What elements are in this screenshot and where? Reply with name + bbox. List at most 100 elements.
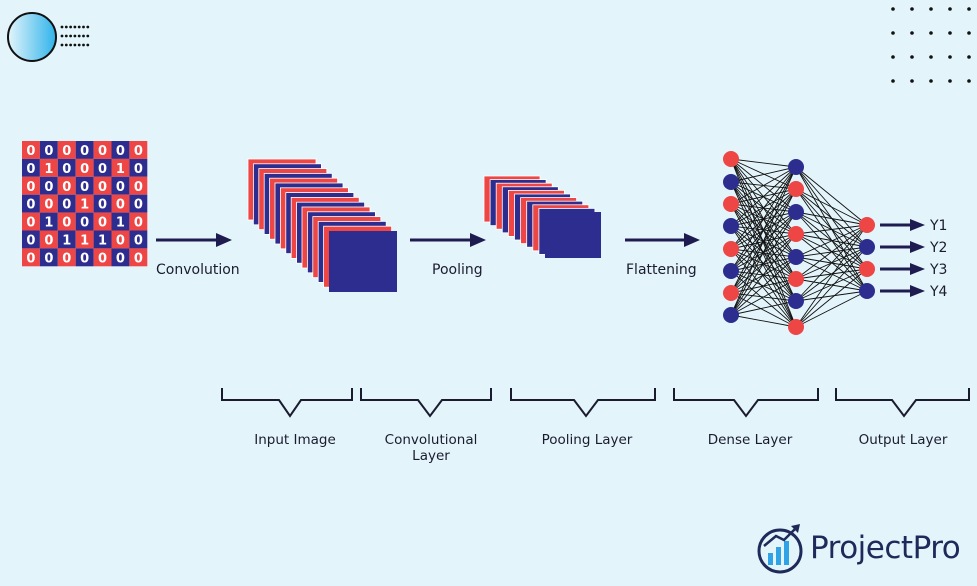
grid-cell	[39, 141, 58, 159]
neuron	[723, 263, 739, 279]
grid-cell	[57, 248, 76, 267]
connection	[730, 300, 797, 316]
grid-value: 0	[26, 180, 35, 195]
grid-cell	[75, 248, 94, 267]
grid-value: 0	[62, 180, 71, 195]
connection	[730, 166, 797, 183]
dot	[82, 25, 85, 29]
grid-value: 0	[62, 251, 71, 266]
neuron	[723, 218, 739, 234]
brand-name: ProjectPro	[810, 530, 961, 566]
convolution-label: Convolution	[156, 262, 240, 278]
section-label-dense-layer: Dense Layer	[707, 432, 793, 448]
connection	[730, 181, 797, 328]
connection	[730, 233, 797, 316]
dot	[929, 55, 933, 59]
connection	[795, 233, 868, 248]
grid-cell	[75, 194, 94, 213]
section-label-output-layer: Output Layer	[858, 432, 948, 448]
connection	[795, 246, 868, 328]
dot	[86, 34, 90, 38]
grid-value: 0	[62, 198, 71, 213]
grid-cell	[39, 212, 58, 231]
dot	[73, 25, 77, 29]
output-arrow	[880, 219, 925, 231]
dot	[69, 25, 72, 29]
grid-value: 0	[116, 198, 125, 213]
grid-cell	[22, 141, 40, 159]
connection	[730, 211, 797, 316]
grid-cell	[129, 176, 148, 195]
grid-cell	[22, 248, 40, 267]
grid-value: 0	[134, 180, 143, 195]
dot	[910, 55, 914, 59]
grid-value: 0	[116, 251, 125, 266]
network-connections	[730, 158, 868, 328]
dot	[967, 55, 971, 59]
neuron	[788, 159, 804, 175]
grid-value: 1	[44, 162, 53, 177]
connection	[730, 166, 797, 294]
connection	[795, 224, 868, 258]
dot	[64, 34, 68, 38]
grid-value: 0	[116, 233, 125, 248]
projectpro-logo-icon	[757, 524, 803, 574]
grid-cell	[129, 212, 148, 231]
connection	[730, 158, 797, 168]
grid-value: 0	[26, 251, 35, 266]
grid-cell	[22, 194, 40, 213]
neuron	[788, 319, 804, 335]
grid-value: 1	[116, 216, 125, 231]
connection	[795, 290, 868, 328]
grid-cell	[57, 230, 76, 249]
grid-value: 0	[44, 180, 53, 195]
pooling-arrow	[410, 233, 486, 247]
grid-cell	[75, 212, 94, 231]
connection	[730, 256, 797, 316]
dot	[73, 34, 77, 38]
dot	[77, 34, 81, 38]
grid-cell	[93, 230, 112, 249]
connection	[795, 268, 868, 302]
connection	[795, 224, 868, 302]
grid-value: 0	[62, 144, 71, 159]
grid-cell	[57, 212, 76, 231]
grid-value: 0	[80, 162, 89, 177]
grid-value: 0	[134, 162, 143, 177]
dot	[948, 31, 952, 35]
grid-cell	[39, 230, 58, 249]
neuron	[723, 174, 739, 190]
grid-cell	[93, 158, 112, 177]
connection	[730, 166, 797, 227]
connection	[730, 166, 797, 316]
grid-value: 0	[26, 233, 35, 248]
dot	[891, 55, 895, 59]
grid-value: 0	[98, 162, 107, 177]
output-label-y4: Y4	[929, 284, 948, 300]
dot	[64, 25, 68, 29]
grid-value: 1	[80, 233, 89, 248]
grid-value: 0	[62, 216, 71, 231]
flattening-arrow	[625, 233, 700, 247]
grid-cell	[111, 194, 130, 213]
connection	[730, 278, 797, 316]
dot	[73, 43, 77, 47]
connection	[795, 246, 868, 302]
dot	[910, 7, 914, 11]
connection	[795, 224, 868, 328]
grid-cell	[57, 158, 76, 177]
grid-value: 0	[80, 216, 89, 231]
grid-value: 0	[26, 216, 35, 231]
grid-cell	[129, 158, 148, 177]
dot	[910, 31, 914, 35]
output-arrow	[880, 285, 925, 297]
flattening-label: Flattening	[626, 262, 697, 278]
bracket-dense	[673, 388, 819, 418]
connection	[795, 224, 868, 235]
grid-cell	[22, 158, 40, 177]
grid-value: 0	[26, 162, 35, 177]
dot-pattern-top-left	[60, 25, 90, 47]
grid-cell	[75, 230, 94, 249]
pooling-label: Pooling	[432, 262, 483, 278]
grid-cell	[57, 176, 76, 195]
